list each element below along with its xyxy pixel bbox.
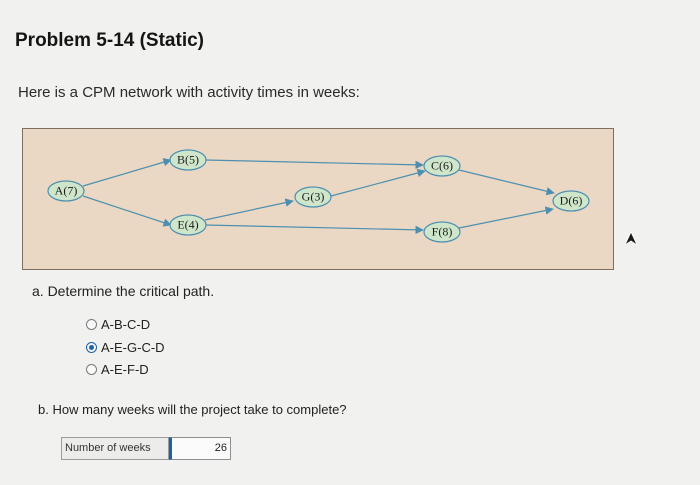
option-a-e-f-d[interactable]: A-E-F-D	[86, 362, 149, 377]
node-label-b: B(5)	[177, 152, 199, 167]
radio-button[interactable]	[86, 364, 97, 375]
page-title: Problem 5-14 (Static)	[15, 30, 204, 51]
edge-e-g	[204, 198, 294, 221]
node-d	[552, 190, 590, 212]
edge-e-f	[204, 224, 424, 235]
node-label-e: E(4)	[177, 217, 199, 232]
option-a-b-c-d[interactable]: A-B-C-D	[86, 317, 150, 332]
edge-a-b	[82, 158, 172, 187]
node-a	[47, 180, 85, 202]
edge-a-e	[82, 195, 172, 227]
option-label: A-E-G-C-D	[101, 340, 165, 355]
node-label-f: F(8)	[431, 224, 453, 239]
node-b	[169, 149, 207, 171]
node-label-d: D(6)	[559, 193, 583, 208]
option-label: A-E-F-D	[101, 362, 149, 377]
mouse-cursor-icon	[624, 231, 638, 247]
node-e	[169, 214, 207, 236]
node-label-c: C(6)	[431, 158, 453, 173]
question-a-prompt: a. Determine the critical path.	[32, 283, 215, 299]
node-c	[423, 155, 461, 177]
edge-f-d	[458, 206, 554, 229]
radio-button-selected[interactable]	[86, 342, 97, 353]
network-canvas	[47, 149, 590, 243]
cpm-network-diagram: A(7) B(5) E(4) G(3) C(6) F(8) D(6)	[22, 128, 614, 270]
option-a-e-g-c-d[interactable]: A-E-G-C-D	[86, 340, 165, 355]
intro-text: Here is a CPM network with activity time…	[18, 84, 360, 101]
option-label: A-B-C-D	[101, 317, 151, 332]
radio-button[interactable]	[86, 319, 97, 330]
edge-b-c	[204, 159, 424, 170]
answer-row: Number of weeks 26	[61, 437, 231, 460]
node-label-g: G(3)	[301, 189, 325, 204]
number-of-weeks-label: Number of weeks	[61, 437, 169, 460]
number-of-weeks-input[interactable]: 26	[169, 437, 231, 460]
node-f	[423, 221, 461, 243]
question-b-prompt: b. How many weeks will the project take …	[38, 402, 347, 417]
node-label-a: A(7)	[54, 183, 78, 198]
edge-g-c	[330, 168, 426, 197]
node-g	[294, 186, 332, 208]
edge-c-d	[458, 169, 555, 196]
